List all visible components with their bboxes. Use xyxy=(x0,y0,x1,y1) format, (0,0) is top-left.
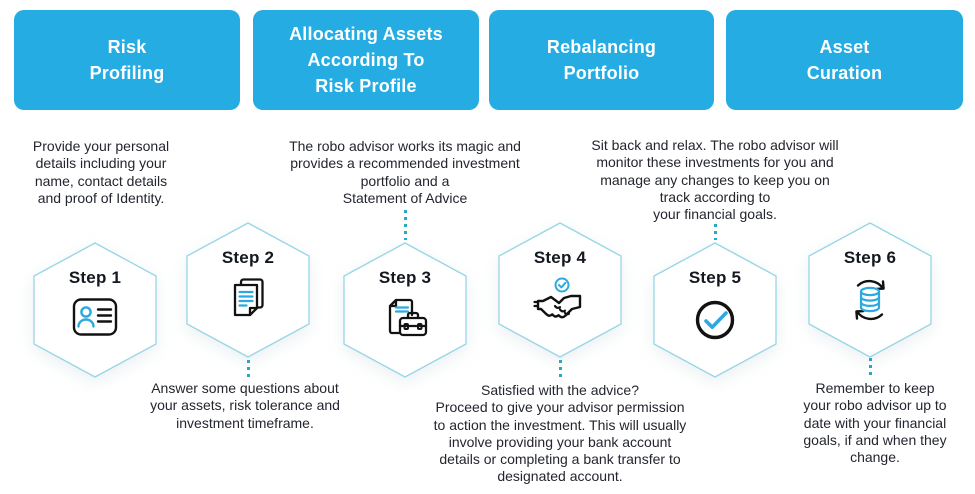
step-label: Step 4 xyxy=(533,248,587,267)
id-card-icon xyxy=(71,297,119,337)
header-asset-curation: Asset Curation xyxy=(726,10,963,110)
step-1-hexagon: Step 1 xyxy=(33,242,157,378)
document-briefcase-icon xyxy=(381,297,429,341)
hexagon-outline xyxy=(186,222,310,358)
header-risk-profiling: Risk Profiling xyxy=(14,10,240,110)
step-5-hexagon: Step 5 xyxy=(653,242,777,378)
check-circle-icon xyxy=(692,297,738,343)
documents-icon xyxy=(226,277,270,319)
step-label: Step 1 xyxy=(68,268,122,287)
hexagon-outline xyxy=(343,242,467,378)
dotted-connector-step5 xyxy=(714,224,717,240)
step4-description: Satisfied with the advice? Proceed to gi… xyxy=(433,382,687,485)
dotted-connector-step6 xyxy=(869,358,872,378)
step3-description: The robo advisor works its magic and pro… xyxy=(289,138,521,206)
step-4-hexagon: Step 4 xyxy=(498,222,622,358)
step5-description: Sit back and relax. The robo advisor wil… xyxy=(591,137,839,223)
step-label: Step 5 xyxy=(688,268,742,287)
hexagon-outline xyxy=(808,222,932,358)
step2-description: Answer some questions about your assets,… xyxy=(150,380,340,431)
header-allocating-assets: Allocating Assets According To Risk Prof… xyxy=(253,10,479,110)
step-3-hexagon: Step 3 xyxy=(343,242,467,378)
step-label: Step 2 xyxy=(221,248,275,267)
step1-description: Provide your personal details including … xyxy=(32,138,170,206)
hexagon-outline xyxy=(653,242,777,378)
hexagon-outline xyxy=(33,242,157,378)
header-rebalancing-portfolio: Rebalancing Portfolio xyxy=(489,10,714,110)
step-label: Step 3 xyxy=(378,268,432,287)
dotted-connector-step4 xyxy=(559,360,562,380)
step-label: Step 6 xyxy=(843,248,897,267)
step-2-hexagon: Step 2 xyxy=(186,222,310,358)
hexagon-outline xyxy=(498,222,622,358)
database-refresh-icon xyxy=(846,277,894,323)
step6-description: Remember to keep your robo advisor up to… xyxy=(803,380,947,466)
dotted-connector-step2 xyxy=(247,360,250,380)
dotted-connector-step3 xyxy=(404,210,407,240)
handshake-check-icon xyxy=(532,277,588,325)
step-6-hexagon: Step 6 xyxy=(808,222,932,358)
